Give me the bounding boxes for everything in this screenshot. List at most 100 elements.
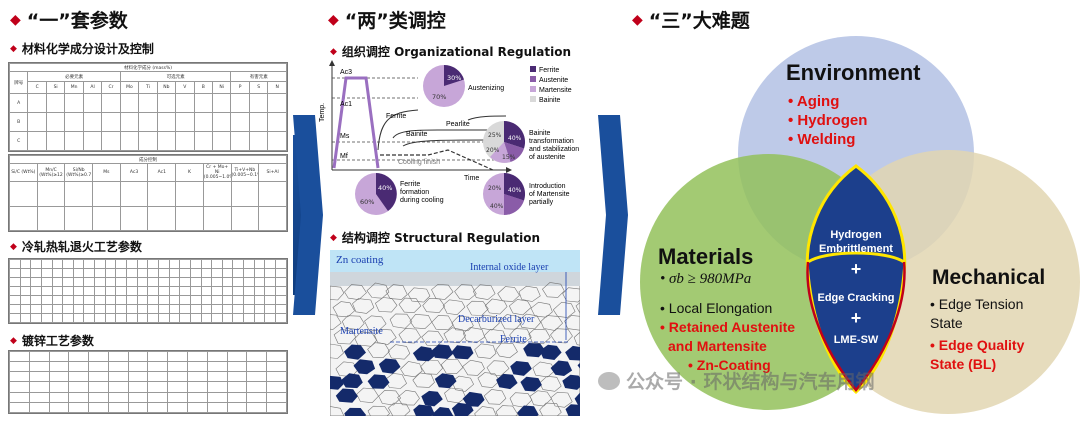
- ac1-label: Ac1: [340, 101, 352, 108]
- col-header: Ac3: [119, 163, 149, 182]
- grain: [344, 344, 366, 360]
- pearlite-curve-label: Pearlite: [446, 121, 470, 128]
- grain: [388, 402, 411, 416]
- grain: [497, 286, 520, 302]
- grain: [335, 388, 358, 403]
- grain: [484, 298, 508, 315]
- col-header: Cr + Mo+ Ni (0.005~1.0%): [202, 163, 232, 182]
- grain: [352, 298, 375, 314]
- grain: [431, 407, 454, 416]
- grain: [364, 315, 387, 332]
- svg-text:Martensite: Martensite: [539, 87, 572, 94]
- section3-title: ◆ “三”大难题: [632, 10, 750, 32]
- grain: [462, 327, 486, 344]
- grain: [431, 344, 454, 359]
- venn-diagram: [640, 36, 1080, 414]
- grain: [564, 315, 580, 331]
- grain: [483, 328, 507, 344]
- strength-formula: • σb ≥ 980MPa: [660, 271, 752, 287]
- grain: [573, 331, 580, 346]
- grain: [440, 358, 464, 375]
- grain: [532, 361, 555, 378]
- bainite-curve-label: Bainite: [406, 131, 428, 138]
- grain: [407, 287, 431, 303]
- center-lme-sw: LME-SW: [833, 334, 879, 346]
- grain: [518, 313, 541, 330]
- svg-text:20%: 20%: [488, 185, 502, 192]
- sub-title-galvanizing: ◆ 镀锌工艺参数: [10, 334, 94, 348]
- col-header: K: [175, 163, 204, 182]
- env-item-welding: • Welding: [788, 131, 856, 148]
- grain: [496, 373, 518, 390]
- grain: [344, 284, 367, 301]
- col-header: Ac1: [147, 163, 177, 182]
- mat-item-martensite: and Martensite: [668, 338, 767, 354]
- pie-martensite: 20% 40% 40%: [483, 172, 526, 216]
- grain: [495, 405, 519, 416]
- diamond-icon: ◆: [10, 11, 21, 28]
- grain: [528, 328, 551, 345]
- grain: [562, 287, 580, 303]
- time-axis-label: Time: [464, 175, 479, 182]
- col-header: Ti+V+Nb (0.005~0.1%): [230, 163, 260, 182]
- grain: [499, 314, 523, 330]
- grain: [341, 373, 363, 389]
- grain: [409, 313, 433, 330]
- col-header: Si+Al: [258, 163, 287, 182]
- svg-text:30%: 30%: [447, 74, 461, 82]
- col-header: Nb: [156, 81, 177, 94]
- svg-text:25%: 25%: [488, 132, 502, 139]
- col-header: P: [230, 81, 250, 94]
- col-header: B: [193, 81, 213, 94]
- grain: [330, 406, 345, 416]
- sub-title-annealing: ◆ 冷轧热轧退火工艺参数: [10, 240, 142, 254]
- cooling-finish-label: Cooling finish: [398, 159, 440, 166]
- oxide-layer: [330, 272, 580, 286]
- grain: [477, 314, 500, 331]
- austenizing-label: Austenizing: [468, 85, 504, 92]
- section1-title: ◆ “一”套参数: [10, 10, 128, 32]
- grain: [530, 301, 553, 318]
- grain: [462, 359, 485, 376]
- mech-item-edge-quality: • Edge Quality: [930, 337, 1025, 353]
- center-plus-2: +: [850, 308, 862, 328]
- ac3-label: Ac3: [340, 69, 352, 76]
- col-header: Si/Nb (Wt%)≥0.7: [64, 163, 94, 182]
- grain: [451, 402, 474, 416]
- center-hydrogen: Hydrogen Embrittlement: [819, 229, 893, 255]
- sub-title-structural: ◆ 结构调控 Structural Regulation: [330, 231, 540, 245]
- grain: [330, 314, 342, 330]
- mat-item-austenite: • Retained Austenite: [660, 319, 796, 335]
- grain: [508, 299, 532, 316]
- diamond-icon: ◆: [10, 335, 17, 346]
- group-optional: 可选元素: [119, 71, 232, 82]
- col-header: N: [267, 81, 287, 94]
- grain: [550, 391, 573, 408]
- section2-title: ◆ “两”类调控: [328, 10, 446, 32]
- grain: [422, 297, 446, 313]
- col-header: Si/C (Wt%): [9, 163, 38, 182]
- grain: [577, 362, 580, 369]
- grain: [443, 327, 467, 344]
- col-header: Mo: [119, 81, 140, 94]
- grain: [378, 389, 401, 406]
- sub-title-chemistry: ◆ 材料化学成分设计及控制: [10, 42, 154, 56]
- wechat-icon: [598, 371, 620, 390]
- grain: [332, 301, 355, 318]
- col-header: S: [248, 81, 269, 94]
- grain: [474, 343, 497, 359]
- grain: [539, 402, 562, 416]
- zn-coating-layer: [330, 250, 580, 272]
- grain: [375, 297, 398, 313]
- grain: [378, 358, 401, 374]
- mech-item-state: State: [930, 315, 963, 331]
- grain: [454, 284, 477, 300]
- col-header: Ni: [211, 81, 232, 94]
- grain: [374, 328, 397, 345]
- pie-bainite: 25% 40% 20% 15%: [483, 120, 526, 163]
- cct-diagram: Ac3 Ac1 Ms Mf Temp. Time Ferrite Bainite…: [319, 60, 579, 216]
- svg-text:40%: 40%: [490, 203, 504, 210]
- temp-axis-label: Temp.: [319, 103, 326, 122]
